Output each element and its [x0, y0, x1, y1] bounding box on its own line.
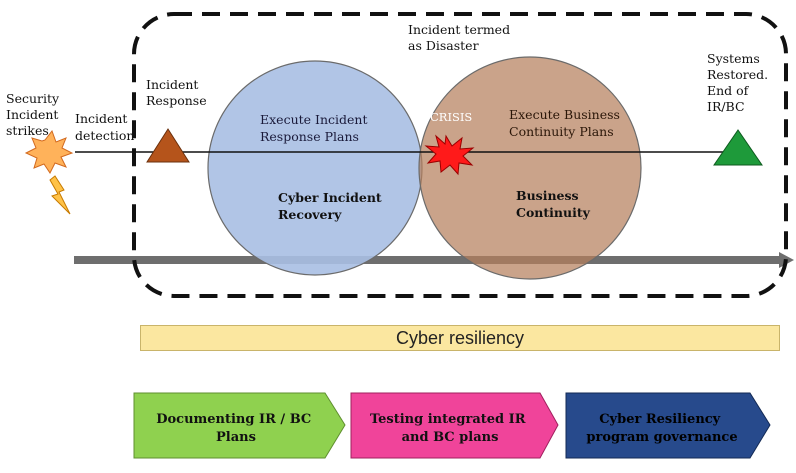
step-testing-arrow	[350, 392, 559, 459]
business-continuity-label: Business Continuity	[516, 188, 591, 220]
scope-frame	[132, 12, 788, 298]
crisis-label: CRISIS	[430, 110, 472, 124]
crisis-burst-icon	[424, 134, 475, 176]
incident-detection-label: Incident detection	[75, 111, 134, 143]
step-documenting-arrow	[133, 392, 346, 459]
lightning-icon	[49, 175, 71, 215]
step-governance-arrow	[565, 392, 771, 459]
incident-response-triangle	[146, 128, 190, 163]
systems-restored-triangle	[713, 129, 763, 166]
timeline-bar	[74, 256, 779, 264]
execute-bc-plans-label: Execute Business Continuity Plans	[509, 107, 624, 139]
step-documenting-label: Documenting IR / BC Plans	[156, 412, 316, 445]
step-testing-label: Testing integrated IR and BC plans	[370, 412, 530, 445]
ir-circle	[207, 60, 423, 276]
incident-termed-disaster-label: Incident termed as Disaster	[408, 22, 514, 53]
security-incident-burst	[24, 129, 74, 174]
security-incident-label: Security Incident strikes	[6, 91, 63, 138]
execute-ir-plans-label: Execute Incident Response Plans	[260, 112, 371, 144]
cyber-incident-recovery-label: Cyber Incident Recovery	[278, 190, 386, 222]
systems-restored-label: Systems Restored. End of IR/BC	[707, 51, 772, 114]
bc-circle	[418, 56, 642, 280]
cyber-resiliency-label: Cyber resiliency	[395, 327, 525, 348]
step-governance-label: Cyber Resiliency program governance	[586, 412, 737, 445]
incident-response-label: Incident Response	[146, 77, 207, 108]
cyber-resiliency-bar: Cyber resiliency	[140, 325, 780, 351]
